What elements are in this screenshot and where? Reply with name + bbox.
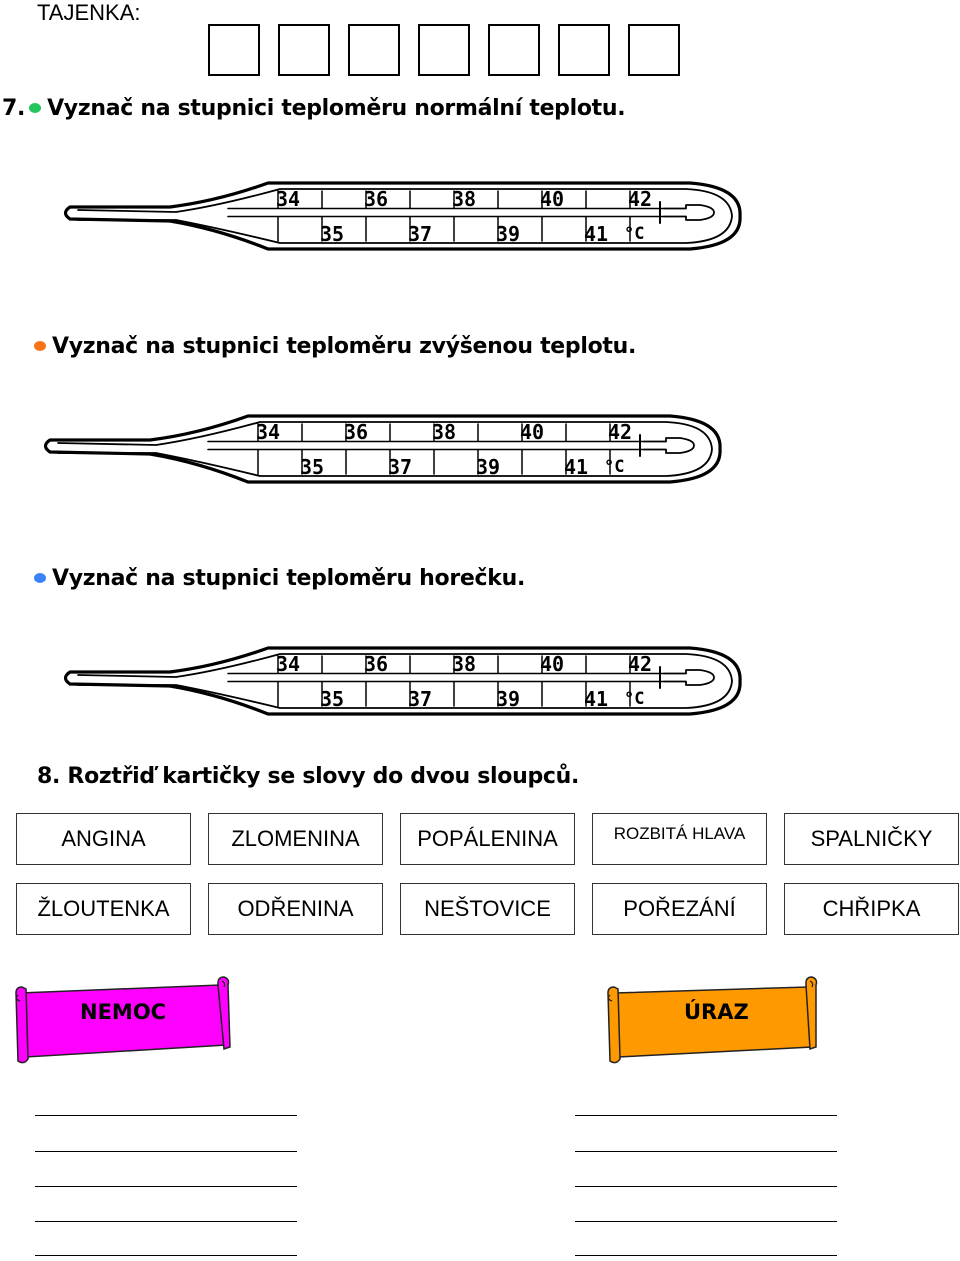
unit-label: °C [624, 689, 644, 709]
task7-fever-instruction: Vyznač na stupnici teploměru horečku. [30, 566, 525, 591]
scale-36: 36 [364, 187, 388, 211]
tajenka-box[interactable] [418, 24, 470, 76]
nemoc-label: NEMOC [80, 1000, 167, 1024]
tajenka-label: TAJENKA: [37, 0, 141, 25]
scale-42: 42 [628, 652, 652, 676]
word-card[interactable]: ROZBITÁ HLAVA [592, 813, 767, 865]
tajenka-box[interactable] [628, 24, 680, 76]
word-card[interactable]: ANGINA [16, 813, 191, 865]
scale-38: 38 [452, 187, 476, 211]
uraz-answer-line[interactable] [575, 1255, 837, 1256]
task-number: 7. [2, 96, 26, 121]
uraz-answer-line[interactable] [575, 1151, 837, 1152]
scale-40: 40 [520, 420, 544, 444]
nemoc-answer-line[interactable] [35, 1186, 297, 1187]
task7-normal-instruction: 7. Vyznač na stupnici teploměru normální … [2, 96, 626, 121]
scale-40: 40 [540, 652, 564, 676]
word-card[interactable]: ŽLOUTENKA [16, 883, 191, 935]
scale-35: 35 [300, 455, 324, 479]
nemoc-answer-line[interactable] [35, 1151, 297, 1152]
scale-37: 37 [408, 222, 432, 246]
orange-bullet-icon [34, 341, 46, 351]
word-card[interactable]: POPÁLENINA [400, 813, 575, 865]
nemoc-answer-line[interactable] [35, 1221, 297, 1222]
scale-39: 39 [496, 222, 520, 246]
scale-39: 39 [496, 687, 520, 711]
unit-label: °C [604, 457, 624, 477]
scale-38: 38 [432, 420, 456, 444]
word-card[interactable]: CHŘIPKA [784, 883, 959, 935]
word-card[interactable]: ZLOMENINA [208, 813, 383, 865]
scale-37: 37 [408, 687, 432, 711]
nemoc-answer-line[interactable] [35, 1115, 297, 1116]
scale-38: 38 [452, 652, 476, 676]
scale-35: 35 [320, 222, 344, 246]
word-card[interactable]: NEŠTOVICE [400, 883, 575, 935]
scale-40: 40 [540, 187, 564, 211]
thermometer-normal[interactable]: 34 36 38 40 42 35 37 39 41 °C [58, 175, 742, 257]
scale-41: 41 [584, 222, 608, 246]
task7-item-text: Vyznač na stupnici teploměru normální te… [47, 96, 626, 121]
thermometer-elevated[interactable]: 34 36 38 40 42 35 37 39 41 °C [38, 408, 722, 490]
scale-37: 37 [388, 455, 412, 479]
task7-elevated-instruction: Vyznač na stupnici teploměru zvýšenou te… [30, 334, 636, 359]
word-card[interactable]: SPALNIČKY [784, 813, 959, 865]
scale-34: 34 [276, 187, 300, 211]
uraz-label: ÚRAZ [684, 1000, 749, 1024]
scale-41: 41 [584, 687, 608, 711]
scale-39: 39 [476, 455, 500, 479]
green-bullet-icon [29, 103, 42, 113]
tajenka-box[interactable] [278, 24, 330, 76]
scale-34: 34 [276, 652, 300, 676]
task8-title: 8. Roztřiď kartičky se slovy do dvou slo… [37, 764, 580, 789]
scale-42: 42 [608, 420, 632, 444]
tajenka-box[interactable] [348, 24, 400, 76]
thermometer-fever[interactable]: 34 36 38 40 42 35 37 39 41 °C [58, 640, 742, 722]
scale-42: 42 [628, 187, 652, 211]
uraz-answer-line[interactable] [575, 1221, 837, 1222]
scale-36: 36 [344, 420, 368, 444]
scale-41: 41 [564, 455, 588, 479]
uraz-answer-line[interactable] [575, 1115, 837, 1116]
nemoc-answer-line[interactable] [35, 1255, 297, 1256]
tajenka-box[interactable] [488, 24, 540, 76]
word-card[interactable]: ODŘENINA [208, 883, 383, 935]
word-card[interactable]: POŘEZÁNÍ [592, 883, 767, 935]
task7-item-text: Vyznač na stupnici teploměru horečku. [52, 566, 526, 591]
task7-item-text: Vyznač na stupnici teploměru zvýšenou te… [52, 334, 637, 359]
scale-36: 36 [364, 652, 388, 676]
uraz-answer-line[interactable] [575, 1186, 837, 1187]
unit-label: °C [624, 224, 644, 244]
tajenka-box[interactable] [558, 24, 610, 76]
tajenka-box[interactable] [208, 24, 260, 76]
scale-35: 35 [320, 687, 344, 711]
nemoc-banner [15, 976, 231, 1064]
scale-34: 34 [256, 420, 280, 444]
uraz-banner [607, 976, 818, 1064]
blue-bullet-icon [34, 573, 46, 583]
